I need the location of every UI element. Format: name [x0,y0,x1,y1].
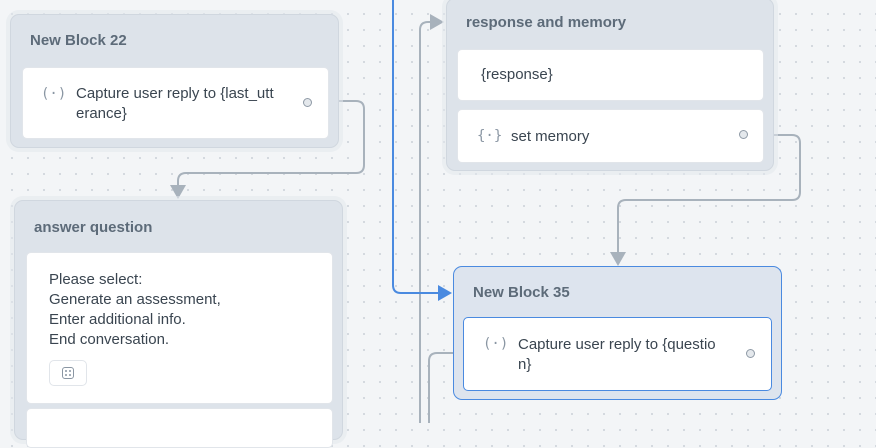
capture-step-label: Capture user reply to {questio n} [518,336,716,373]
output-port[interactable] [746,349,755,358]
message-text: Please select: Generate an assessment, E… [49,271,221,348]
wire-selected-into-block35 [392,0,452,301]
block-response-and-memory[interactable]: response and memory {response} {·} set m… [446,0,774,171]
block-new-block-22[interactable]: New Block 22 (·) Capture user reply to {… [10,14,339,148]
response-text: {response} [481,66,553,83]
capture-icon: (·) [41,86,67,102]
response-text-step[interactable]: {response} [457,49,764,101]
wire-into-response [419,14,444,423]
set-memory-step[interactable]: {·} set memory [457,109,764,163]
block-title: New Block 22 [30,32,127,49]
block-title: answer question [34,219,153,236]
block-answer-question[interactable]: answer question Please select: Generate … [14,200,343,448]
message-step[interactable]: Please select: Generate an assessment, E… [26,252,333,404]
next-step[interactable] [26,408,333,448]
block-new-block-35[interactable]: New Block 35 (·) Capture user reply to {… [453,266,782,400]
capture-step[interactable]: (·) Capture user reply to {last_utt eran… [22,67,329,139]
capture-step[interactable]: (·) Capture user reply to {questio n} [463,317,772,391]
output-port[interactable] [739,130,748,139]
capture-icon: (·) [483,336,509,352]
capture-step-label: Capture user reply to {last_utt erance} [76,85,274,122]
random-choice-button[interactable] [49,360,87,386]
block-title: response and memory [466,14,627,31]
dice-icon [62,367,74,379]
set-memory-label: set memory [511,128,590,145]
set-memory-icon: {·} [477,128,503,144]
block-title: New Block 35 [473,284,570,301]
output-port[interactable] [303,98,312,107]
